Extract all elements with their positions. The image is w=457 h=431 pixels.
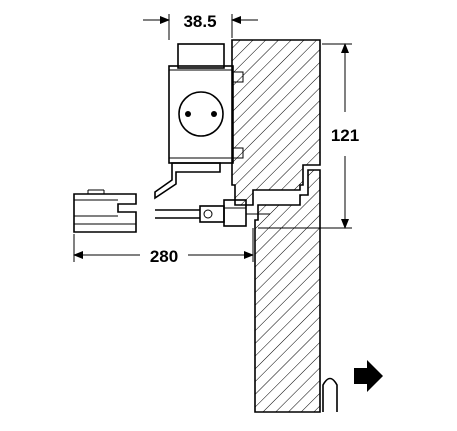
dimension-width-label: 38.5 (183, 12, 216, 31)
door-leaf-section (254, 169, 321, 413)
dimension-height-right: 121 (258, 43, 359, 229)
hinge-post (322, 377, 338, 412)
arm-rod (155, 199, 270, 227)
arrow-right-icon (354, 360, 383, 392)
slide-rail (73, 189, 137, 233)
door-frame-section (231, 39, 321, 206)
dimension-height-label: 121 (331, 126, 359, 145)
closer-arm-bracket (154, 162, 221, 200)
dimension-length-label: 280 (150, 247, 178, 266)
dimension-length-bottom: 280 (73, 228, 254, 266)
dimension-width-top: 38.5 (143, 12, 258, 40)
